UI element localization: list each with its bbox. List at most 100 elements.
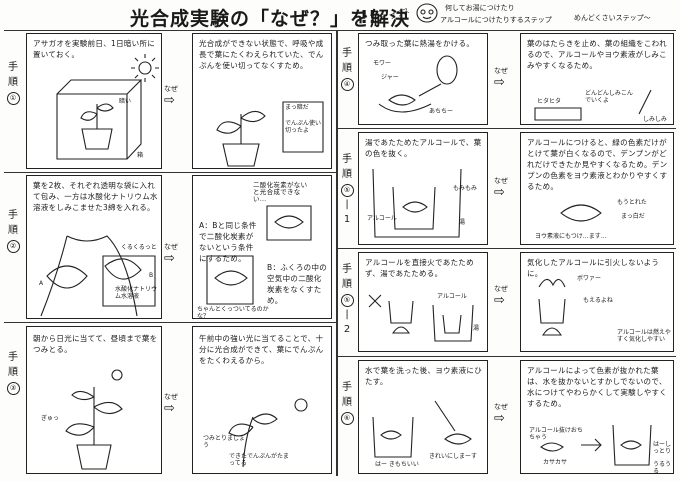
step3-procedure-box: 朝から日光に当てて、昼頃まで葉をつみとる。 ぎゅっ [26, 326, 162, 474]
step2-reason-drawing [206, 205, 312, 305]
marker-char: 手 [342, 154, 352, 165]
marker-char: 順 [342, 397, 352, 408]
marker-char: 手 [8, 352, 18, 363]
step2-reason-box: 二酸化炭素がないと光合成できない… A：Bと同じ条件で二酸化炭素がないという条件… [192, 175, 332, 320]
fig-label-B: B [149, 272, 154, 279]
step2-callout: 二酸化炭素がないと光合成できない… [253, 181, 308, 203]
marker-char: 1 [343, 214, 351, 225]
marker-char: 2 [343, 324, 351, 335]
fig-label-whoosh: ボワァー [577, 275, 602, 282]
fig-label-dried: アルコール抜けおちちゃう [529, 427, 583, 441]
fig-label-alcohol2: アルコール [437, 293, 467, 300]
step1-reason-drawing [216, 101, 324, 167]
marker-char: 順 [8, 225, 18, 236]
step3-reason-drawing [228, 398, 308, 468]
why-label: なぜ [494, 177, 508, 185]
fig-label-soak: ヒタヒタ [537, 98, 562, 105]
step5-2-drawing [368, 294, 474, 342]
fig-label-A: A [39, 280, 44, 287]
step4-text: つみ取った葉に熱湯をかける。 [365, 39, 475, 48]
step3-marker: 手 順 ③ [6, 350, 20, 395]
marker-char: 手 [342, 264, 352, 275]
arrow-right-icon: ⇨ [164, 401, 175, 416]
step5-2-reason-box: 気化したアルコールに引火しないように。 ボワァー もえるよね アルコールは燃えや… [520, 252, 674, 352]
step2-drawing [40, 235, 156, 317]
marker-char: 順 [8, 77, 18, 88]
step5-reason-box: アルコールにつけると、緑の色素だけがとけて葉が白くなるので、デンプンがどれだけで… [520, 132, 674, 245]
fig-label-rub: もみもみ [453, 185, 478, 192]
step2-explain-a: A：Bと同じ条件で二酸化炭素がないという条件にするため。 [199, 221, 257, 263]
grid-left-2 [4, 322, 336, 324]
step5-2-procedure-box: アルコールを直接火であたためず、湯であたためる。 アルコール 湯 [358, 252, 488, 352]
fig-label-stored: できたでんぷんがたまってる [229, 453, 289, 467]
why-arrow-7: なぜ ⇨ [494, 402, 508, 425]
step5-2-reason-drawing [538, 278, 566, 336]
step3-text: 朝から日光に当てて、昼頃まで葉をつみとる。 [33, 334, 158, 354]
step6-explain: アルコールによって色素が抜かれた葉は、水を抜かないとすかしでないので、水につけて… [527, 366, 668, 408]
header-note-3: めんどくさいステップ～ [574, 14, 651, 22]
marker-number: ⑤ [340, 184, 354, 197]
why-arrow-5: なぜ ⇨ [494, 176, 508, 199]
marker-char: 手 [342, 48, 352, 59]
why-arrow-6: なぜ ⇨ [494, 284, 508, 307]
fig-label-white: まっ白だ [621, 213, 645, 220]
fig-label-dark2: まっ暗だ [285, 104, 309, 111]
fig-label-used: でんぷん使い切ったよ [285, 120, 322, 134]
step3-drawing [65, 369, 123, 470]
fig-label-steam: モワー [373, 60, 392, 67]
step5-drawing [372, 168, 462, 238]
arrow-right-icon: ⇨ [494, 411, 505, 426]
arrow-right-icon: ⇨ [494, 293, 505, 308]
title-text: 光合成実験の「なぜ？」を解決 [130, 8, 411, 30]
step3-reason-box: 午前中の強い光に当てることで、十分に光合成ができて、葉にでんぷんをたくわえるから… [192, 326, 332, 474]
fig-label-flammable: アルコールは燃えやすく気化しやすい [617, 329, 671, 343]
step4-explain: 葉のはたらきを止め、葉の組織をこわれるので、アルコールやヨウ素液がしみこみやすく… [527, 39, 667, 70]
fig-label-crispy: カサカサ [543, 459, 568, 466]
fig-label-box: 箱 [137, 152, 144, 159]
grid-top [4, 30, 676, 32]
fig-label-burns: もえるよね [583, 297, 613, 304]
marker-number: ⑤ [340, 294, 354, 307]
step1-text: アサガオを実験前日、1日暗い所に置いておく。 [33, 39, 156, 59]
fig-label-taken: もうとれた [617, 199, 647, 206]
marker-char: | [345, 309, 349, 320]
marker-char: 手 [8, 62, 18, 73]
fig-label-hot: あちちー [429, 108, 454, 115]
step3-explain: 午前中の強い光に当てることで、十分に光合成ができて、葉にでんぷんをたくわえるから… [199, 334, 324, 365]
step2-marker: 手 順 ② [6, 208, 20, 253]
fig-label-water: 湯 [459, 219, 466, 226]
arrow-right-icon: ⇨ [164, 93, 175, 108]
why-arrow-2: なぜ ⇨ [164, 242, 178, 265]
grid-right-1 [337, 128, 676, 130]
step5-2-explain: 気化したアルコールに引火しないように。 [527, 258, 660, 278]
step6-text: 水で葉を洗った後、ヨウ素液にひたす。 [365, 366, 482, 386]
why-label: なぜ [164, 393, 178, 401]
fig-label-feelgood: はー きもちいい [375, 461, 419, 468]
step2-text: 葉を2枚、それぞれ透明な袋に入れて包み、一方は水酸化ナトリウム水溶液をしみこませ… [33, 181, 158, 212]
marker-number: ③ [6, 382, 20, 395]
marker-char: 手 [8, 210, 18, 221]
why-arrow-4: なぜ ⇨ [494, 66, 508, 89]
fig-label-stuck: ちゃんとくっついてるのかな？ [197, 306, 269, 320]
fig-label-uruuru: うるうる [653, 461, 672, 475]
arrow-icon [581, 438, 602, 452]
step5-2-text: アルコールを直接火であたためず、湯であたためる。 [365, 258, 474, 278]
step5-2-marker: 手 順 ⑤ | 2 [340, 262, 354, 337]
why-label: なぜ [164, 243, 178, 251]
face-drawing [416, 3, 438, 23]
header-note-1: 何してお湯につけたり [445, 4, 515, 12]
marker-number: ⑥ [340, 412, 354, 425]
marker-number: ② [6, 240, 20, 253]
step6-procedure-box: 水で葉を洗った後、ヨウ素液にひたす。 はー きもちいい きれいにしまーす [358, 360, 488, 474]
fig-label-penetrate: どんどんしみこんでいくよ [585, 90, 633, 104]
arrow-right-icon: ⇨ [164, 251, 175, 266]
step4-reason-box: 葉のはたらきを止め、葉の組織をこわれるので、アルコールやヨウ素液がしみこみやすく… [520, 33, 674, 125]
why-label: なぜ [494, 285, 508, 293]
fig-label-iodine: ヨウ素液にもつけ…ます… [535, 233, 607, 240]
step6-reason-drawing [540, 424, 652, 466]
why-label: なぜ [494, 403, 508, 411]
step4-procedure-box: つみ取った葉に熱湯をかける。 モワー ジャー あちちー [358, 33, 488, 125]
why-arrow-1: なぜ ⇨ [164, 84, 178, 107]
arrow-right-icon: ⇨ [494, 185, 505, 200]
step1-marker: 手 順 ① [6, 60, 20, 105]
